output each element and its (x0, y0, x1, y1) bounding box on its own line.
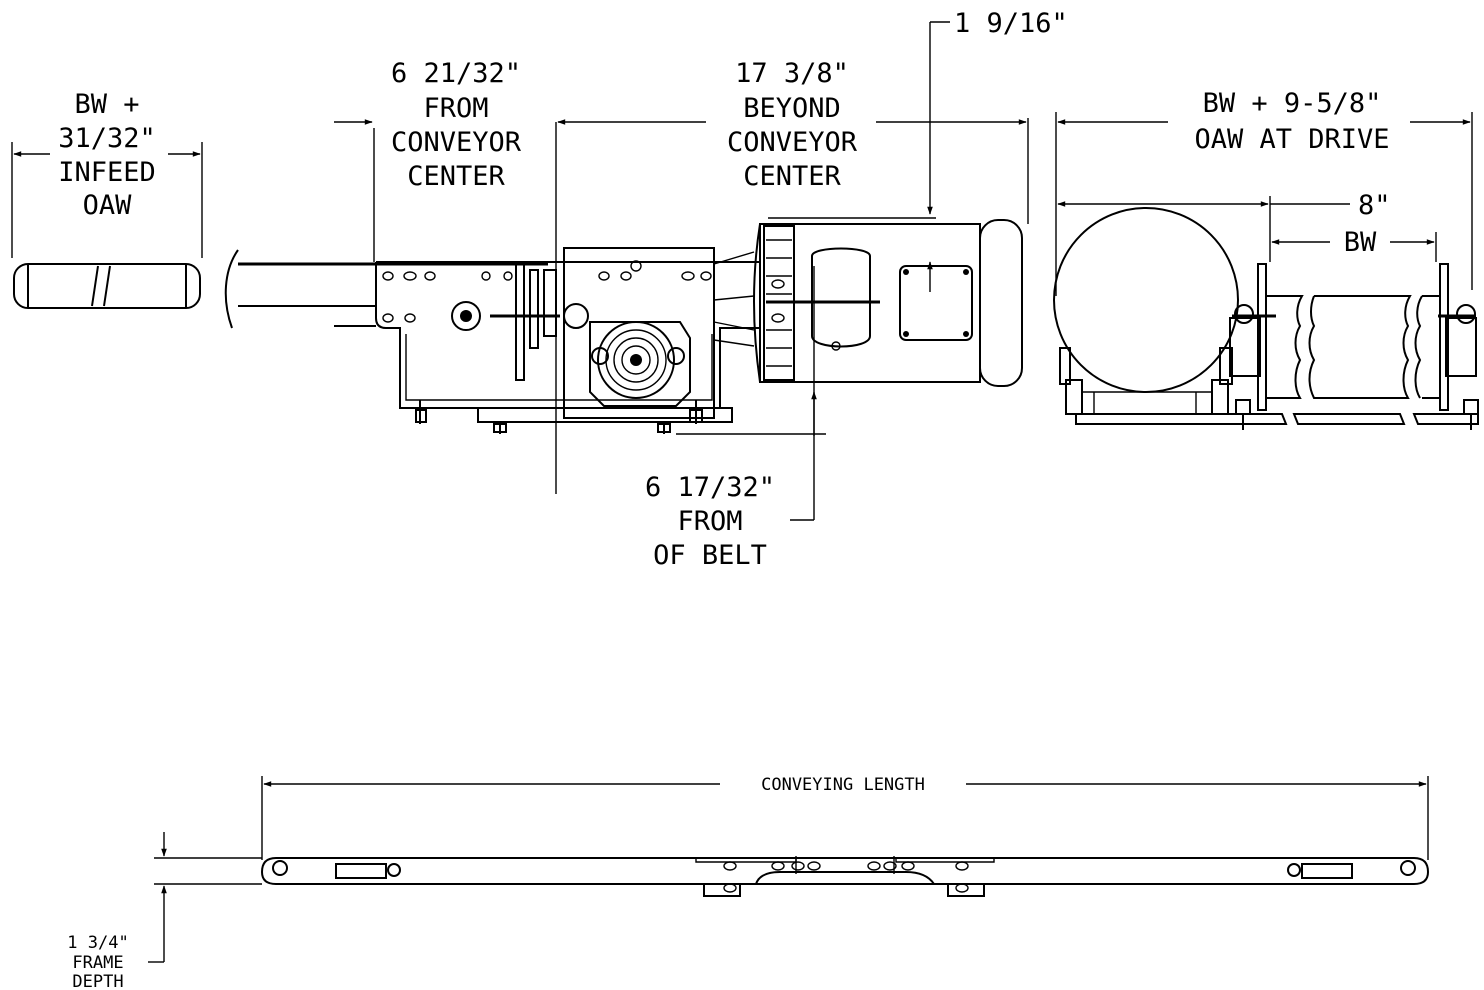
from-center-2: FROM (423, 93, 488, 124)
infeed-label-4: OAW (83, 190, 133, 221)
from-center-4: CENTER (407, 161, 505, 192)
beyond-center-1: 17 3/8" (735, 58, 849, 89)
top-dim-label: 1 9/16" (954, 8, 1068, 39)
frame-depth-2: FRAME (72, 953, 123, 973)
oaw-drive-2: OAW AT DRIVE (1194, 124, 1389, 155)
from-belt-1: 6 17/32" (645, 472, 775, 503)
drive-end-view (1053, 112, 1479, 430)
frame-top-view (260, 776, 1430, 897)
dim-frame-depth (148, 832, 262, 963)
infeed-label-3: INFEED (58, 157, 156, 188)
frame-depth-1: 1 3/4" (67, 933, 128, 953)
eight-label: 8" (1358, 190, 1391, 221)
infeed-label-1: BW + (74, 89, 139, 120)
from-center-1: 6 21/32" (391, 58, 521, 89)
dim-top (768, 21, 950, 292)
dim-from-center (334, 119, 375, 262)
beyond-center-3: CONVEYOR (727, 127, 858, 158)
from-center-3: CONVEYOR (391, 127, 522, 158)
infeed-roller (11, 142, 203, 309)
frame-depth-3: DEPTH (72, 972, 123, 990)
drive-side-view (224, 122, 1023, 494)
dim-beyond-center (557, 118, 1029, 224)
beyond-center-2: BEYOND (743, 93, 841, 124)
infeed-label-2: 31/32" (58, 123, 156, 154)
conveying-length-label: CONVEYING LENGTH (761, 775, 925, 795)
beyond-center-4: CENTER (743, 161, 841, 192)
dim-bw (1271, 232, 1437, 262)
dim-from-belt (676, 391, 826, 521)
oaw-drive-1: BW + 9-5/8" (1203, 88, 1382, 119)
bw-label: BW (1344, 227, 1377, 258)
from-belt-2: FROM (677, 506, 742, 537)
from-belt-3: OF BELT (653, 540, 767, 571)
dim-eight (1057, 196, 1350, 262)
